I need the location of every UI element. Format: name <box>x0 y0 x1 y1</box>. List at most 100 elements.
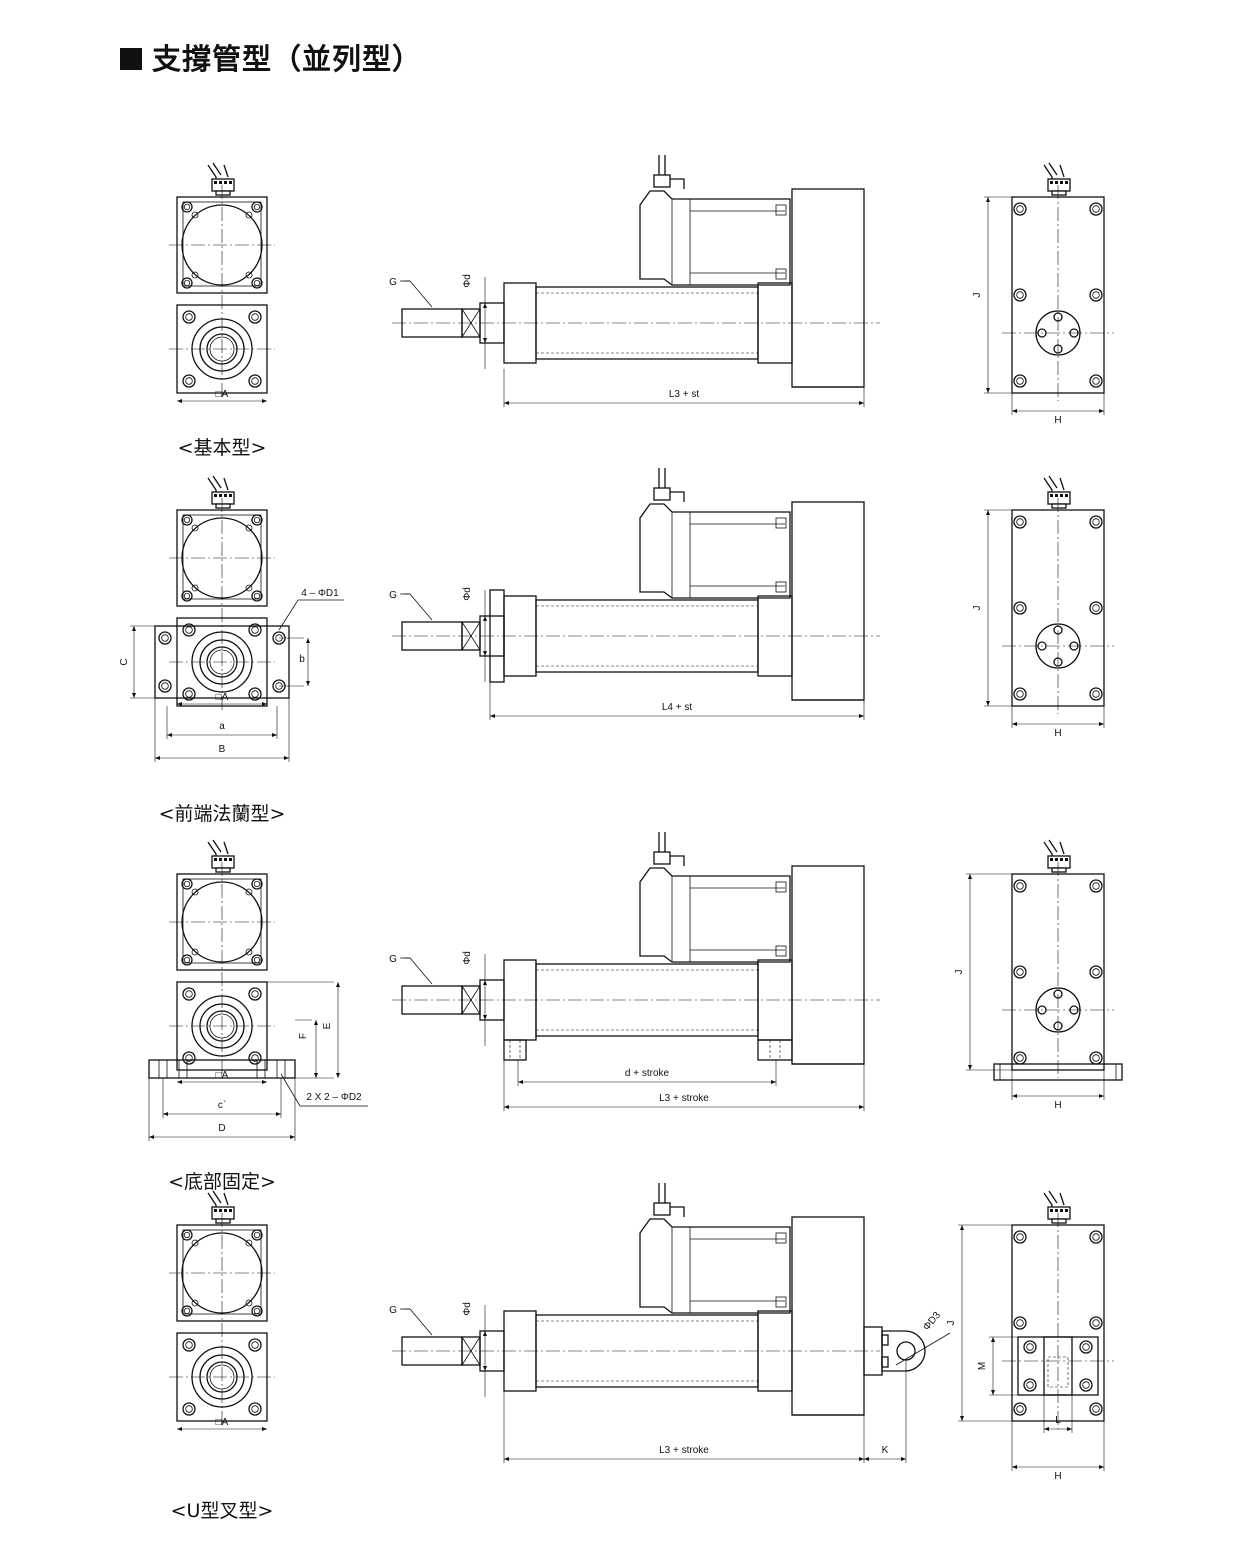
bolt-inner <box>183 880 191 888</box>
label-d: Φd <box>462 587 473 601</box>
bolt-outer <box>251 1305 263 1317</box>
bolt-outer <box>251 277 263 289</box>
gear-housing <box>791 1216 865 1416</box>
bolt-hole-icon <box>181 201 193 213</box>
bolt-hole-icon <box>1089 374 1103 388</box>
dimension-arrow <box>262 702 267 706</box>
bolt-outer <box>248 987 262 1001</box>
label-G: G <box>389 277 397 288</box>
cable-base <box>215 1218 231 1224</box>
bolt-inner <box>1026 1343 1034 1351</box>
bolt-hole-icon <box>1089 202 1103 216</box>
bottom-foot-plate <box>148 1059 296 1079</box>
bolt-hole-icon <box>1013 288 1027 302</box>
bolt-hole-icon <box>1013 879 1027 893</box>
gland-pin <box>1065 494 1068 497</box>
bolt-inner <box>1016 1233 1024 1241</box>
motor-bolt <box>245 271 253 279</box>
bolt-outer <box>1013 202 1027 216</box>
dimension-arrow <box>1012 1094 1017 1098</box>
dimension-arrow <box>177 1080 182 1084</box>
bolt-inner <box>1016 1405 1024 1413</box>
dimension-arrow <box>504 1105 509 1109</box>
bolt-hole-icon <box>181 1305 193 1317</box>
bolt-outer <box>1013 1402 1027 1416</box>
bolt-outer <box>1089 1402 1103 1416</box>
dimension-arrow <box>1067 1427 1072 1431</box>
hidden-body-outline <box>176 617 268 707</box>
label-J: J <box>972 606 983 611</box>
bolt-inner <box>161 682 169 690</box>
bolt-inner <box>253 592 261 600</box>
bolt-hole-icon <box>181 277 193 289</box>
cable-wire <box>670 855 685 866</box>
cable-wire <box>670 1206 685 1217</box>
bolt-hole-icon <box>1089 1051 1103 1065</box>
cable-gland <box>653 174 671 188</box>
cable-wire <box>212 475 222 489</box>
cable-base <box>215 503 231 509</box>
bolt-hole-icon <box>181 590 193 602</box>
bolt-outer <box>251 201 263 213</box>
cable-gland <box>1047 178 1071 192</box>
motor-bolt <box>191 888 199 896</box>
dimension-arrow <box>518 1080 523 1084</box>
label-H: H <box>1054 415 1061 426</box>
dimension-arrow <box>986 510 990 515</box>
bolt-outer <box>1089 1316 1103 1330</box>
front-flange-plate <box>154 625 290 699</box>
end-view: JH <box>954 839 1123 1111</box>
bolt-hole-icon <box>182 987 196 1001</box>
motor-bolt-head <box>775 204 787 216</box>
bolt-hole-icon <box>248 1338 262 1352</box>
motor-bolt <box>245 584 253 592</box>
bolt-hole-icon <box>251 514 263 526</box>
bolt-hole-icon <box>251 590 263 602</box>
cable-wire <box>670 491 685 502</box>
front-view <box>169 162 275 399</box>
bolt-inner <box>253 956 261 964</box>
dimension-arrow <box>991 1390 995 1395</box>
bolt-hole-icon <box>182 374 196 388</box>
bolt-inner <box>251 1405 259 1413</box>
cable-gland <box>1047 491 1071 505</box>
label-length: L4 + st <box>662 702 693 713</box>
label-length: L3 + st <box>669 389 700 400</box>
cable-gland <box>653 487 671 501</box>
dimension-arrow <box>859 401 864 405</box>
bolt-hole-icon <box>1089 879 1103 893</box>
label-length: L3 + stroke <box>659 1093 709 1104</box>
bolt-outer <box>182 1051 196 1065</box>
bolt-inner <box>1092 690 1100 698</box>
bolt-outer <box>181 590 193 602</box>
label-d: Φd <box>462 274 473 288</box>
bolt-hole-icon <box>1079 1378 1093 1392</box>
label-holes: 2 X 2 – ΦD2 <box>306 1092 362 1103</box>
dimension-arrow <box>859 714 864 718</box>
bolt-hole-icon <box>158 679 172 693</box>
label-c: c` <box>218 1099 226 1111</box>
dimension-arrow <box>163 1112 168 1116</box>
bolt-outer <box>1089 965 1103 979</box>
bolt-hole-icon <box>248 1051 262 1065</box>
bolt-inner <box>1016 968 1024 976</box>
bolt-inner <box>183 1307 191 1315</box>
dimension-arrow <box>483 338 487 343</box>
bolt-outer <box>248 1051 262 1065</box>
label-H: H <box>1054 728 1061 739</box>
bolt-outer <box>1089 601 1103 615</box>
bolt-inner <box>253 1307 261 1315</box>
motor-bolt <box>245 1239 253 1247</box>
bolt-hole-icon <box>1013 515 1027 529</box>
bolt-outer <box>251 954 263 966</box>
dimension-arrow <box>771 1080 776 1084</box>
bolt-inner <box>185 1341 193 1349</box>
bolt-inner <box>183 592 191 600</box>
bolt-outer <box>1013 879 1027 893</box>
bolt-hole-icon <box>182 623 196 637</box>
dimension-arrow <box>490 714 495 718</box>
label-B: B <box>219 744 226 755</box>
motor-bolt <box>245 524 253 532</box>
cable-connector-icon <box>1043 1190 1071 1224</box>
